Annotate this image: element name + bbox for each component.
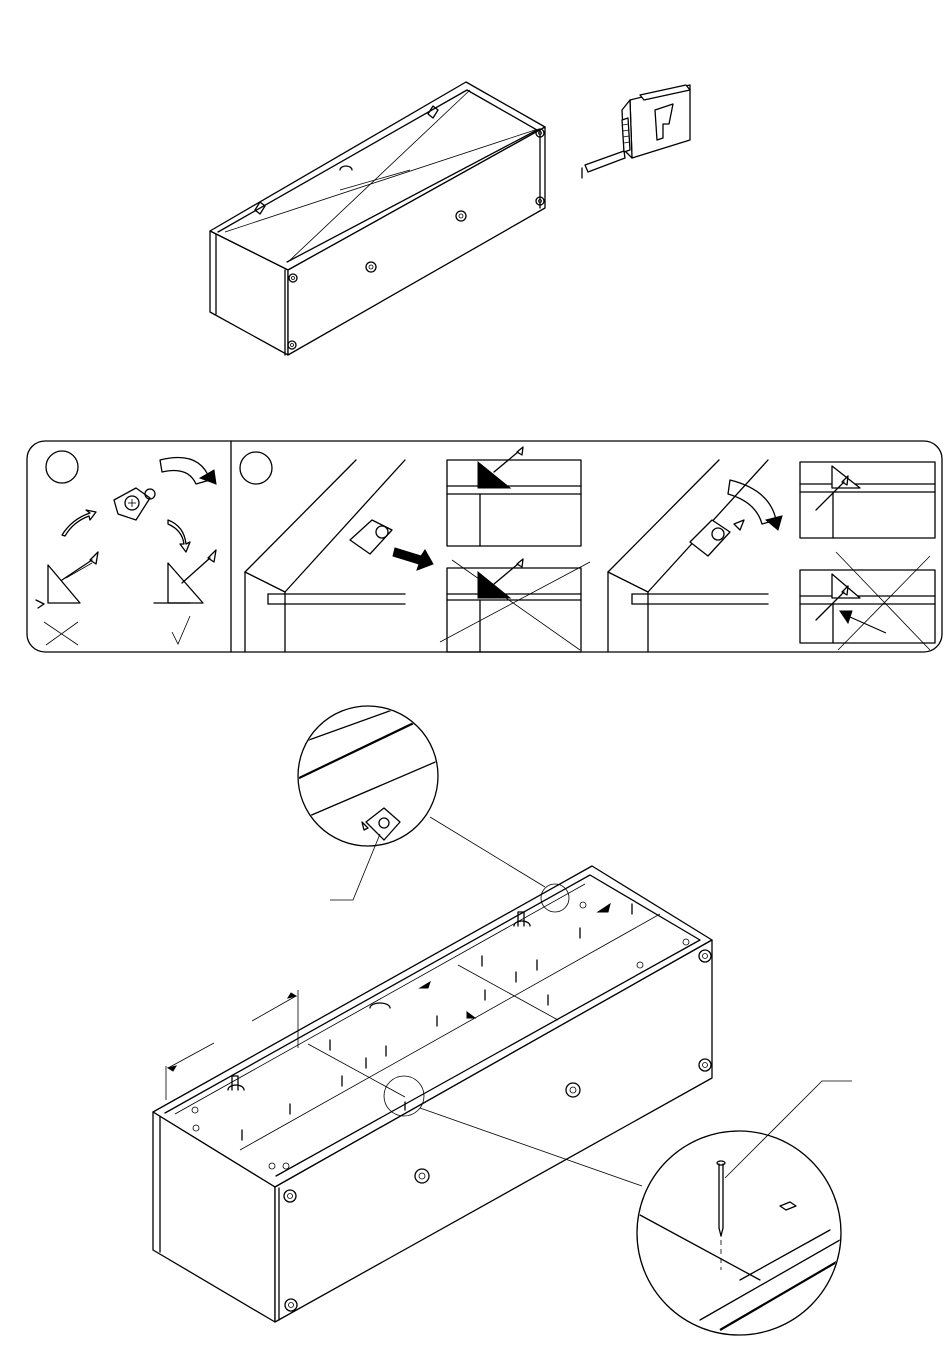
instruction-panel <box>27 441 942 652</box>
screwdriver-rotation-icon <box>728 480 776 524</box>
arrow-icon <box>62 510 96 536</box>
cam-lock-orientation <box>36 451 216 645</box>
step-number-circle-b <box>240 452 272 484</box>
arrow-icon <box>168 520 190 552</box>
cabinet-frame-top <box>210 82 545 355</box>
screwdriver-rotation-icon <box>160 458 210 485</box>
detail-callout-cam-lock <box>295 700 569 912</box>
back-panel-insertion <box>240 447 935 652</box>
cabinet-frame-bottom <box>153 866 712 1322</box>
step-number-circle-a <box>46 451 78 483</box>
check-mark-icon <box>172 616 190 644</box>
arrow-icon <box>393 548 433 570</box>
cross-mark-icon <box>836 552 930 650</box>
cross-mark-icon <box>440 560 590 650</box>
cross-mark-icon <box>44 622 78 645</box>
arrow-icon <box>840 611 886 633</box>
nail-icon <box>717 1161 725 1270</box>
tape-measure-icon <box>582 85 690 178</box>
